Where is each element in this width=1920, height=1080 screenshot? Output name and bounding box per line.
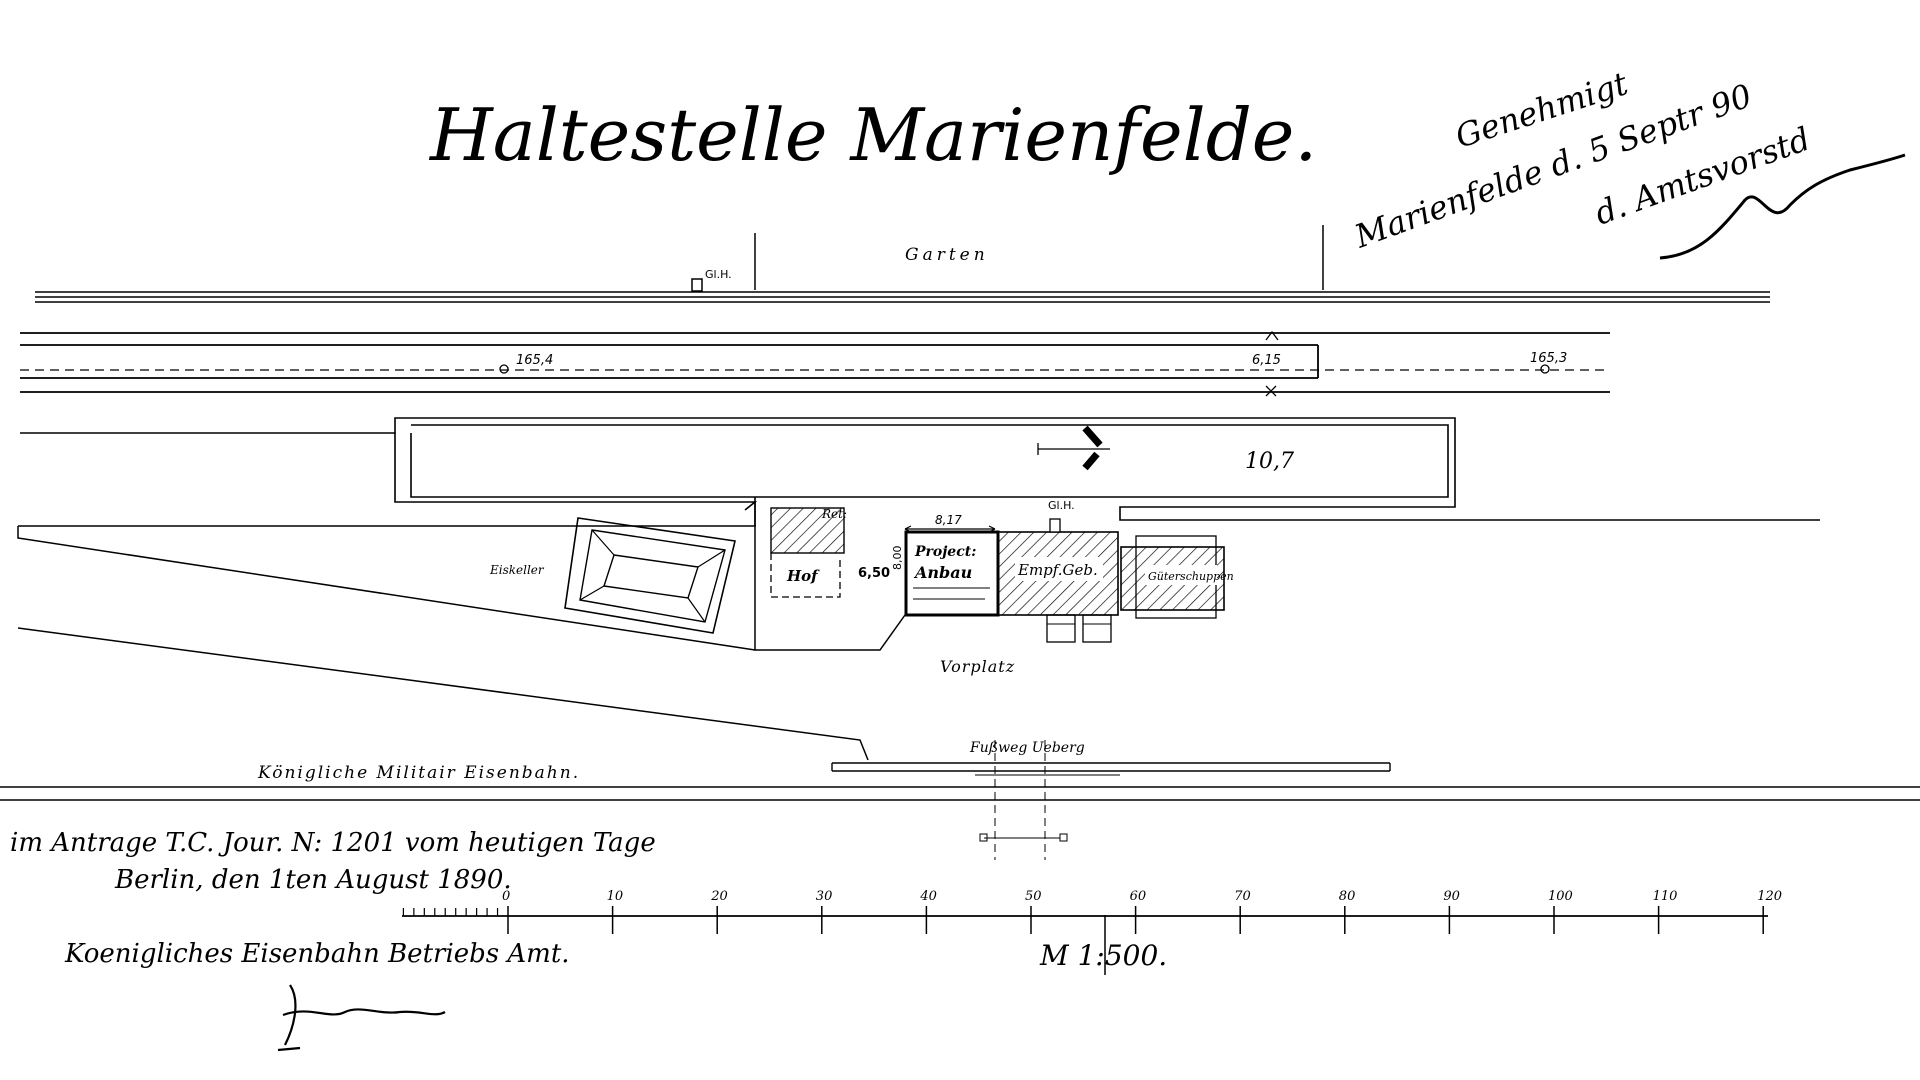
platform — [18, 417, 1820, 527]
level-mark-right — [1540, 364, 1550, 374]
footer-antrag: im Antrage T.C. Jour. N: 1201 vom heutig… — [10, 828, 656, 858]
label-hof: Hof — [786, 567, 820, 585]
scale-bar: 0 10 20 30 40 50 60 70 80 90 100 110 120 — [402, 889, 1782, 934]
scale-tick-label: 30 — [816, 889, 833, 904]
label-ret: Ret: — [821, 507, 847, 521]
scale-tick-label: 50 — [1025, 889, 1042, 904]
scale-tick-label: 60 — [1130, 889, 1147, 904]
label-gh-station: Gl.H. — [1048, 499, 1075, 512]
upper-tracks — [35, 291, 1770, 303]
label-fussweg: Fußweg Ueberg — [969, 740, 1085, 756]
signal-box-small — [691, 278, 703, 292]
reception-chimney — [1049, 518, 1061, 533]
label-military-railway: Königliche Militair Eisenbahn. — [257, 763, 580, 783]
goods-shed-label-bg — [1145, 565, 1217, 585]
label-eiskeller: Eiskeller — [489, 563, 545, 577]
label-platform-width: 10,7 — [1245, 449, 1294, 474]
scale-tick-label: 70 — [1234, 889, 1251, 904]
scale-tick-label: 10 — [607, 889, 624, 904]
hof-yard — [770, 553, 841, 598]
level-mark-mid — [1265, 330, 1279, 341]
scale-tick-label: 20 — [710, 889, 728, 904]
main-tracks — [20, 332, 1610, 393]
footer-office: Koenigliches Eisenbahn Betriebs Amt. — [64, 939, 570, 969]
footer-signature — [277, 984, 446, 1052]
label-dim-800: 8,00 — [891, 546, 904, 571]
label-level-left: 165,4 — [516, 353, 553, 368]
label-garten: Garten — [905, 245, 989, 265]
scale-major-ticks: 0 10 20 30 40 50 60 70 80 90 100 110 120 — [502, 889, 1782, 934]
label-dim-817: 8,17 — [935, 513, 962, 527]
scale-label: M 1:500. — [1039, 939, 1167, 972]
ret-building — [770, 507, 845, 554]
label-project-line1: Project: — [914, 544, 976, 560]
label-empf: Empf.Geb. — [1017, 561, 1098, 579]
signal-symbol — [1037, 425, 1110, 471]
footer-place-date: Berlin, den 1ten August 1890. — [114, 865, 512, 895]
label-level-mid: 6,15 — [1252, 353, 1281, 368]
scale-tick-label: 0 — [502, 889, 510, 904]
label-dim-650: 6,50 — [858, 566, 890, 581]
scale-tick-label: 100 — [1548, 889, 1573, 904]
scale-tick-label: 110 — [1653, 889, 1678, 904]
scale-tick-label: 90 — [1443, 889, 1460, 904]
label-level-right: 165,3 — [1530, 351, 1567, 366]
scale-minor-ticks — [402, 908, 499, 916]
plan-title: Haltestelle Marienfelde. — [428, 93, 1317, 177]
eiskeller-building — [564, 517, 736, 634]
scale-tick-label: 40 — [919, 889, 937, 904]
footpath-crossing — [831, 740, 1391, 860]
project-annex-building — [904, 530, 1000, 617]
label-vorplatz: Vorplatz — [940, 657, 1015, 676]
scale-tick-label: 120 — [1757, 889, 1782, 904]
eiskeller-area — [17, 502, 906, 761]
label-gh-top: Gl.H. — [705, 268, 732, 281]
reception-label-bg — [1015, 557, 1103, 581]
cross-mark — [1265, 385, 1277, 397]
scale-tick-label: 80 — [1339, 889, 1356, 904]
level-mark-left — [499, 364, 509, 374]
handwritten-approval: Genehmigt Marienfelde d. 5 Septr 90 d. A… — [1349, 64, 1815, 256]
label-project-line2: Anbau — [913, 563, 972, 582]
label-gueter: Güterschuppen — [1148, 570, 1234, 583]
approval-signature — [1659, 153, 1906, 260]
entrance-steps — [1046, 614, 1112, 643]
